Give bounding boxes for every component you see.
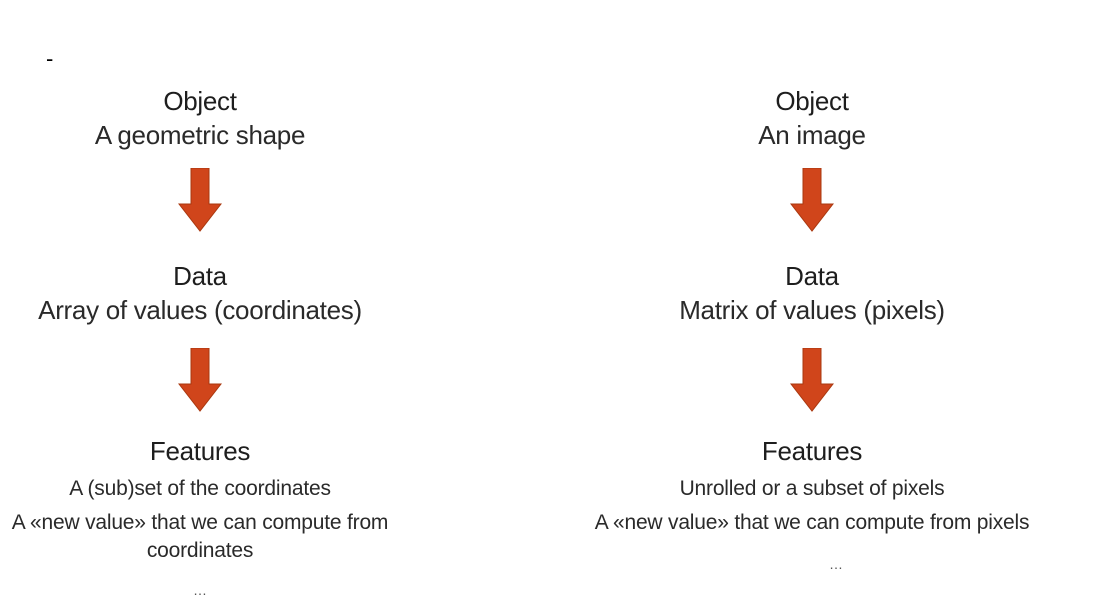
object-description: A geometric shape [94,120,306,150]
data-description: Array of values (coordinates) [38,295,362,325]
features-title: Features [761,436,863,466]
feature-item: A (sub)set of the coordinates [69,477,331,500]
feature-ellipsis: … [193,582,207,598]
feature-item: coordinates [146,539,254,562]
data-title: Data [785,261,839,291]
features-title: Features [149,436,251,466]
data-description: Matrix of values (pixels) [679,295,945,325]
feature-item: A «new value» that we can compute from [11,511,389,534]
feature-ellipsis: … [829,556,843,572]
geometric-shape-pipeline: Object A geometric shape Data Array of v… [0,0,400,603]
down-arrow-icon [790,348,834,412]
down-arrow-icon [790,168,834,232]
slide-bullet-marker: - [46,46,54,71]
object-title: Object [163,86,237,116]
down-arrow-icon [178,348,222,412]
feature-item: Unrolled or a subset of pixels [679,477,945,500]
object-title: Object [775,86,849,116]
data-title: Data [173,261,227,291]
feature-item: A «new value» that we can compute from p… [594,511,1030,534]
object-description: An image [758,120,866,150]
down-arrow-icon [178,168,222,232]
image-pipeline: Object An image Data Matrix of values (p… [560,0,1120,603]
